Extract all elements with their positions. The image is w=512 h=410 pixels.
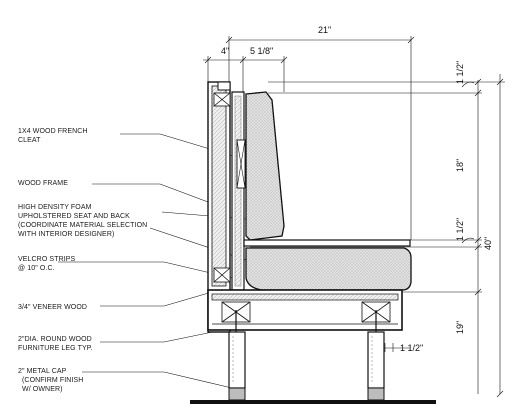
label-wood-frame: WOOD FRAME	[18, 180, 68, 187]
rear-leg	[367, 331, 385, 389]
label-leg-1: 2"DIA. ROUND WOOD	[18, 336, 92, 343]
label-french-cleat-2: CLEAT	[18, 137, 41, 144]
label-cap-2: (CONFIRM FINISH	[22, 377, 83, 384]
dim-back-depth: 5 1/8"	[250, 46, 273, 56]
label-cap-3: W/ OWNER)	[22, 386, 63, 393]
label-cap-1: 2" METAL CAP	[18, 368, 67, 375]
dim-overall-depth: 21"	[318, 25, 331, 35]
dim-seat-height: 19"	[455, 321, 465, 334]
label-french-cleat-1: 1X4 WOOD FRENCH	[18, 128, 88, 135]
seat-cushion-foam	[245, 247, 412, 291]
label-foam-4: WITH INTERIOR DESIGNER)	[18, 231, 114, 238]
label-veneer: 3/4" VENEER WOOD	[18, 304, 87, 311]
back-top-cap	[217, 81, 231, 91]
label-foam-1: HIGH DENSITY FOAM	[18, 204, 92, 211]
seat-deck	[243, 239, 411, 247]
label-velcro-1: VELCRO STRIPS	[18, 256, 76, 263]
rear-leg-cap	[367, 387, 385, 401]
dim-total-height: 40"	[483, 237, 493, 250]
label-foam-2: UPHOLSTERED SEAT AND BACK	[18, 213, 130, 220]
dimension-labels: 21" 4" 5 1/8" 1 1/2" 18" 1 1/2" 40" 19" …	[221, 25, 493, 353]
bench-body	[207, 81, 412, 338]
ground-line	[190, 400, 436, 404]
back-cushion-foam	[245, 91, 285, 241]
dim-leg-inset: 1 1/2"	[400, 343, 423, 353]
front-leg-cap	[228, 387, 246, 401]
label-foam-3: (COORDINATE MATERIAL SELECTION	[18, 222, 147, 229]
callout-labels: 1X4 WOOD FRENCH CLEAT WOOD FRAME HIGH DE…	[18, 128, 147, 393]
front-leg	[228, 331, 246, 389]
furniture-legs	[228, 331, 385, 401]
label-velcro-2: @ 10" O.C.	[18, 265, 55, 272]
back-frame-inner	[211, 85, 227, 287]
dim-seat-thickness: 1 1/2"	[455, 218, 465, 241]
label-leg-2: FURNITURE LEG TYP.	[18, 345, 93, 352]
dim-back-top: 1 1/2"	[455, 61, 465, 84]
dim-frame-depth: 4"	[221, 46, 229, 56]
dim-back-height: 18"	[455, 159, 465, 172]
